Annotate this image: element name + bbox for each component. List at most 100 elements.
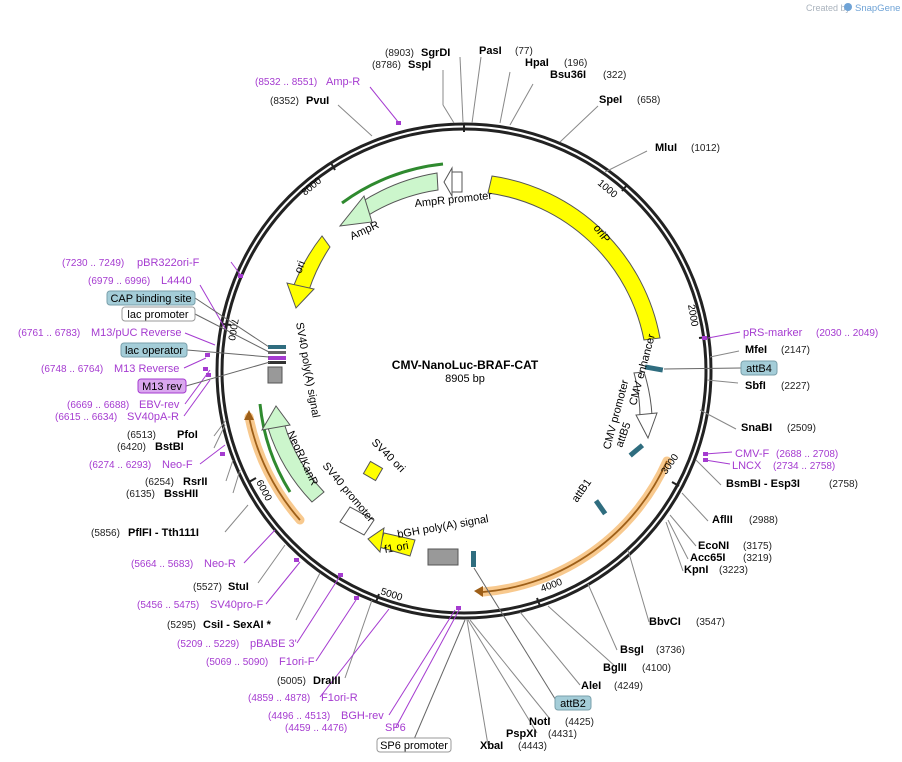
primer-pos-l4440: (6979 .. 6996): [88, 276, 150, 287]
site-mlui: MluI: [655, 142, 677, 154]
site-pasi: PasI: [479, 45, 502, 57]
tick-label-2000: 2000: [685, 304, 700, 328]
site-sgrdi: SgrDI: [421, 47, 450, 59]
site-hpai: HpaI: [525, 57, 549, 69]
ampr-feature: [359, 172, 439, 217]
site-pos-acc65i: (3219): [743, 553, 772, 564]
neo-feature-head: [261, 405, 291, 431]
site-pos-pasi: (77): [515, 46, 533, 57]
primer-sp6: SP6: [385, 722, 406, 734]
orange-arc-left-line: [248, 416, 301, 521]
attb2-marker: [471, 551, 476, 567]
site-bbvci: BbvCI: [649, 616, 681, 628]
box-label-cap-binding-site: CAP binding site: [110, 293, 191, 305]
primer-pos-amp-r: (8532 .. 8551): [255, 77, 317, 88]
primer-bgh-rev: BGH-rev: [341, 710, 384, 722]
tick-label-3000: 3000: [659, 452, 681, 477]
primer-pos-f1ori-f: (5069 .. 5090): [206, 657, 268, 668]
primer-neo-f: Neo-F: [162, 459, 193, 471]
primer-m13-puc-reverse: M13/pUC Reverse: [91, 327, 181, 339]
primer-prs-marker: pRS-marker: [743, 327, 803, 339]
orange-arc-right: [478, 456, 672, 597]
site-econi: EcoNI: [698, 540, 729, 552]
primer-pos-prs-marker: (2030 .. 2049): [816, 328, 878, 339]
primer-neo-r: Neo-R: [204, 558, 236, 570]
primer-pos-sp6: (4459 .. 4476): [285, 723, 347, 734]
primer-pos-pbr322ori-f: (7230 .. 7249): [62, 258, 124, 269]
ampr-underline: [341, 162, 444, 205]
site-pos-rsrii: (6254): [145, 477, 174, 488]
site-pspxi: PspXI: [506, 728, 537, 740]
site-pos-csii: (5295): [167, 620, 196, 631]
site-pos-snabi: (2509): [787, 423, 816, 434]
cmv-promoter-feature: [635, 412, 658, 440]
orip-feature: [487, 175, 661, 341]
cluster-mark-3: [268, 356, 286, 360]
site-pos-alei: (4249): [614, 681, 643, 692]
site-pos-stui: (5527): [193, 582, 222, 593]
site-sspi: SspI: [408, 59, 431, 71]
primer-pos-sv40pro-f: (5456 .. 5475): [137, 600, 199, 611]
box-sp6-promoter: [376, 737, 452, 753]
site-pos-spei: (658): [637, 95, 660, 106]
site-snabi: SnaBI: [741, 422, 772, 434]
site-bsshii: BssHII: [164, 488, 198, 500]
site-rsrii: RsrII: [183, 476, 207, 488]
box-label-sp6-promoter: SP6 promoter: [380, 740, 448, 752]
site-stui: StuI: [228, 581, 249, 593]
orange-arc-right-arrow: [474, 586, 483, 597]
credit-created-by: Created by: [806, 3, 851, 13]
site-pos-noti: (4425): [565, 717, 594, 728]
plasmid-length: 8905 bp: [445, 373, 485, 385]
site-pos-econi: (3175): [743, 541, 772, 552]
site-pos-sbfi: (2227): [781, 381, 810, 392]
site-pos-sgrdi: (8903): [385, 48, 414, 59]
plasmid-name: CMV-NanoLuc-BRAF-CAT: [392, 358, 539, 372]
feature-label-f1-ori: f1 ori: [383, 540, 409, 556]
primer-pos-pbabe-3: (5209 .. 5229): [177, 639, 239, 650]
f1-ori-feature-head: [367, 526, 385, 554]
enzyme-leader-lines: [213, 56, 740, 746]
site-pos-sspi: (8786): [372, 60, 401, 71]
tick-marks: [222, 124, 708, 607]
primer-lncx: LNCX: [732, 460, 762, 472]
site-pos-mfei: (2147): [781, 345, 810, 356]
site-pos-bbvci: (3547): [696, 617, 725, 628]
site-draiii: DraIII: [313, 675, 341, 687]
site-pos-draiii: (5005): [277, 676, 306, 687]
primer-sv40pro-f: SV40pro-F: [210, 599, 263, 611]
cluster-mark-4: [268, 361, 286, 364]
primer-cmv-f: CMV-F: [735, 448, 770, 460]
box-cap-binding-site: [106, 290, 196, 306]
snapgene-logo-icon: [844, 3, 852, 11]
cluster-mark-1: [268, 345, 286, 349]
attb1-marker: [593, 499, 608, 516]
site-bsmbi: BsmBI - Esp3I: [726, 478, 800, 490]
primer-l4440: L4440: [161, 275, 192, 287]
primer-marks: [203, 121, 708, 610]
box-attb2: [554, 695, 592, 711]
box-lac-promoter: [121, 306, 196, 322]
site-pos-bsu36i: (322): [603, 70, 626, 81]
site-pos-bsshii: (6135): [126, 489, 155, 500]
site-mfei: MfeI: [745, 344, 767, 356]
site-pos-pfoi: (6513): [127, 430, 156, 441]
primer-pos-lncx: (2734 .. 2758): [773, 461, 835, 472]
ori-feature-head: [286, 282, 315, 309]
sv40-ori-feature: [362, 460, 384, 482]
orange-arc-left-arrow: [244, 410, 254, 420]
site-aflii: AflII: [712, 514, 733, 526]
primer-f1ori-f: F1ori-F: [279, 656, 315, 668]
site-pos-kpni: (3223): [719, 565, 748, 576]
site-pfoi: PfoI: [177, 429, 198, 441]
credit-brand: SnapGene: [855, 3, 900, 14]
site-pflfi: PflFI - Tth111I: [128, 527, 199, 539]
primer-leader-lines: [183, 86, 741, 728]
site-pos-aflii: (2988): [749, 515, 778, 526]
neo-feature: [267, 422, 325, 503]
primer-ebv-rev: EBV-rev: [139, 399, 180, 411]
primer-pbabe-3: pBABE 3': [250, 638, 297, 650]
site-pos-bsmbi: (2758): [829, 479, 858, 490]
sv40-polya-feature: [267, 366, 283, 384]
box-label-m13-rev: M13 rev: [142, 381, 182, 393]
